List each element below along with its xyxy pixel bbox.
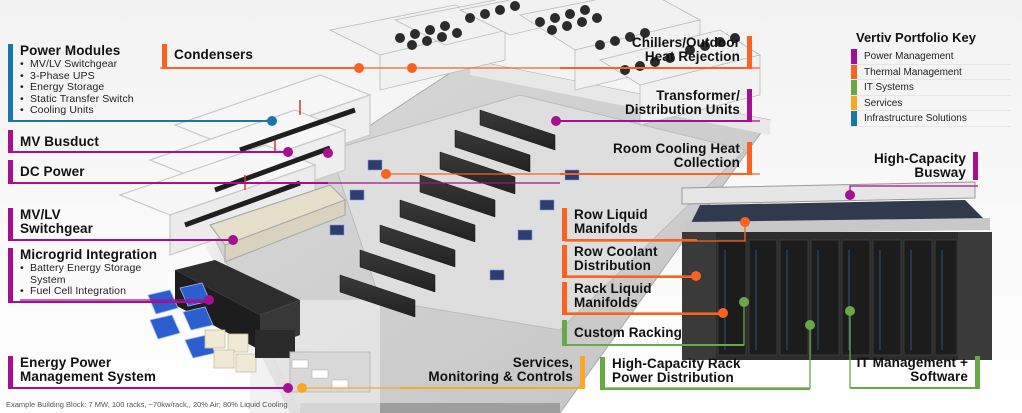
callout-rack-liquid-manifolds: Rack Liquid Manifolds	[562, 282, 722, 315]
callout-title-line1: Room Cooling Heat	[613, 141, 740, 156]
callout-condensers: Condensers	[162, 44, 360, 69]
legend-item-it: IT Systems	[851, 80, 1011, 96]
bullet: Fuel Cell Integration	[20, 285, 210, 298]
bullet: 3-Phase UPS	[20, 70, 272, 83]
cooling-units-illustration	[329, 159, 580, 281]
callout-title-line2: Distribution	[574, 258, 651, 273]
footnote: Example Building Block: 7 MW, 100 racks,…	[6, 400, 288, 409]
bullet: Cooling Units	[20, 104, 272, 117]
legend-swatch	[851, 64, 857, 79]
callout-it-management: IT Management + Software	[850, 356, 980, 389]
portfolio-key-legend: Vertiv Portfolio Key Power Management Th…	[851, 30, 1011, 127]
legend-swatch	[851, 95, 857, 110]
callout-rack-power-distribution: High-Capacity Rack Power Distribution	[600, 357, 810, 390]
bullet: Static Transfer Switch	[20, 93, 272, 106]
callout-title: MV Busduct	[20, 134, 100, 149]
callout-row-coolant-distribution: Row Coolant Distribution	[562, 245, 697, 278]
bullet: MV/LV Switchgear	[20, 58, 272, 71]
legend-item-infrastructure: Infrastructure Solutions	[851, 111, 1011, 127]
callout-row-liquid-manifolds: Row Liquid Manifolds	[562, 208, 697, 241]
callout-title-line1: Services,	[512, 355, 573, 370]
callout-title-line1: Row Liquid	[574, 207, 648, 222]
callout-title-line1: IT Management +	[856, 355, 968, 370]
callout-room-cooling: Room Cooling Heat Collection	[560, 142, 752, 175]
power-modules-bullets: MV/LV Switchgear 3-Phase UPS Energy Stor…	[20, 58, 272, 117]
callout-dc-power: DC Power	[8, 160, 328, 184]
legend-swatch	[851, 80, 857, 95]
legend-title: Vertiv Portfolio Key	[856, 30, 976, 45]
callout-title-line1: Chillers/Outdoor	[631, 35, 740, 50]
callout-title-line2: Management System	[20, 369, 156, 384]
callout-title-line2: Distribution Units	[624, 102, 740, 117]
callout-title-line2: Manifolds	[574, 221, 638, 236]
callout-title-line1: High-Capacity Rack	[612, 356, 741, 371]
callout-transformer: Transformer/ Distribution Units	[560, 89, 752, 122]
callout-title-line2: Switchgear	[20, 221, 94, 236]
callout-busway: High-Capacity Busway	[850, 152, 978, 180]
callout-power-modules: Power Modules MV/LV Switchgear 3-Phase U…	[8, 44, 272, 122]
callout-title-line1: Energy Power	[20, 355, 112, 370]
callout-title-line2: Heat Rejection	[644, 49, 740, 64]
legend-item-services: Services	[851, 95, 1011, 111]
callout-title-line1: High-Capacity	[873, 151, 966, 166]
callout-title-line1: MV/LV	[20, 207, 61, 222]
leader-dots	[204, 63, 855, 393]
callout-energy-power-management: Energy Power Management System	[8, 356, 288, 389]
callout-title: Microgrid Integration	[20, 247, 158, 262]
callout-title-line1: Row Coolant	[574, 244, 658, 259]
callout-services: Services, Monitoring & Controls	[400, 356, 585, 389]
callout-title-line2: Software	[910, 369, 968, 384]
legend-label: Infrastructure Solutions	[864, 113, 967, 124]
callout-title: Custom Racking	[574, 325, 682, 340]
bullet: Battery Energy Storage System	[20, 262, 160, 286]
callout-title-line2: Monitoring & Controls	[428, 369, 573, 384]
legend-label: IT Systems	[864, 82, 914, 93]
callout-chillers: Chillers/Outdoor Heat Rejection	[560, 36, 752, 69]
legend-label: Services	[864, 97, 903, 109]
callout-mvlv-switchgear: MV/LV Switchgear	[8, 208, 233, 241]
chillers-illustration	[328, 0, 762, 126]
callout-title-line1: Rack Liquid	[574, 281, 652, 296]
callout-custom-racking: Custom Racking	[562, 320, 744, 346]
callout-title-line2: Busway	[914, 165, 966, 180]
callout-title-line2: Power Distribution	[612, 370, 734, 385]
server-rows-illustration	[339, 109, 556, 318]
legend-item-power: Power Management	[851, 49, 1011, 65]
callout-microgrid: Microgrid Integration Battery Energy Sto…	[8, 248, 210, 303]
callout-title: DC Power	[20, 164, 85, 179]
legend-label: Thermal Management	[864, 66, 962, 78]
callout-title-line2: Manifolds	[574, 295, 638, 310]
legend-swatch	[851, 49, 857, 64]
callout-title-line1: Transformer/	[656, 88, 740, 103]
microgrid-bullets: Battery Energy Storage System Fuel Cell …	[20, 262, 210, 298]
fuel-cell-illustration	[204, 329, 257, 373]
callout-mv-busduct: MV Busduct	[8, 130, 288, 153]
callout-title: Power Modules	[20, 43, 121, 58]
callout-title-line2: Collection	[673, 155, 740, 170]
power-module-illustration	[118, 74, 372, 263]
callout-title: Condensers	[174, 47, 254, 62]
rack-row-illustration	[681, 181, 992, 360]
legend-swatch	[851, 111, 857, 126]
legend-label: Power Management	[864, 51, 954, 62]
bullet: Energy Storage	[20, 81, 272, 94]
legend-item-thermal: Thermal Management	[851, 64, 1011, 80]
